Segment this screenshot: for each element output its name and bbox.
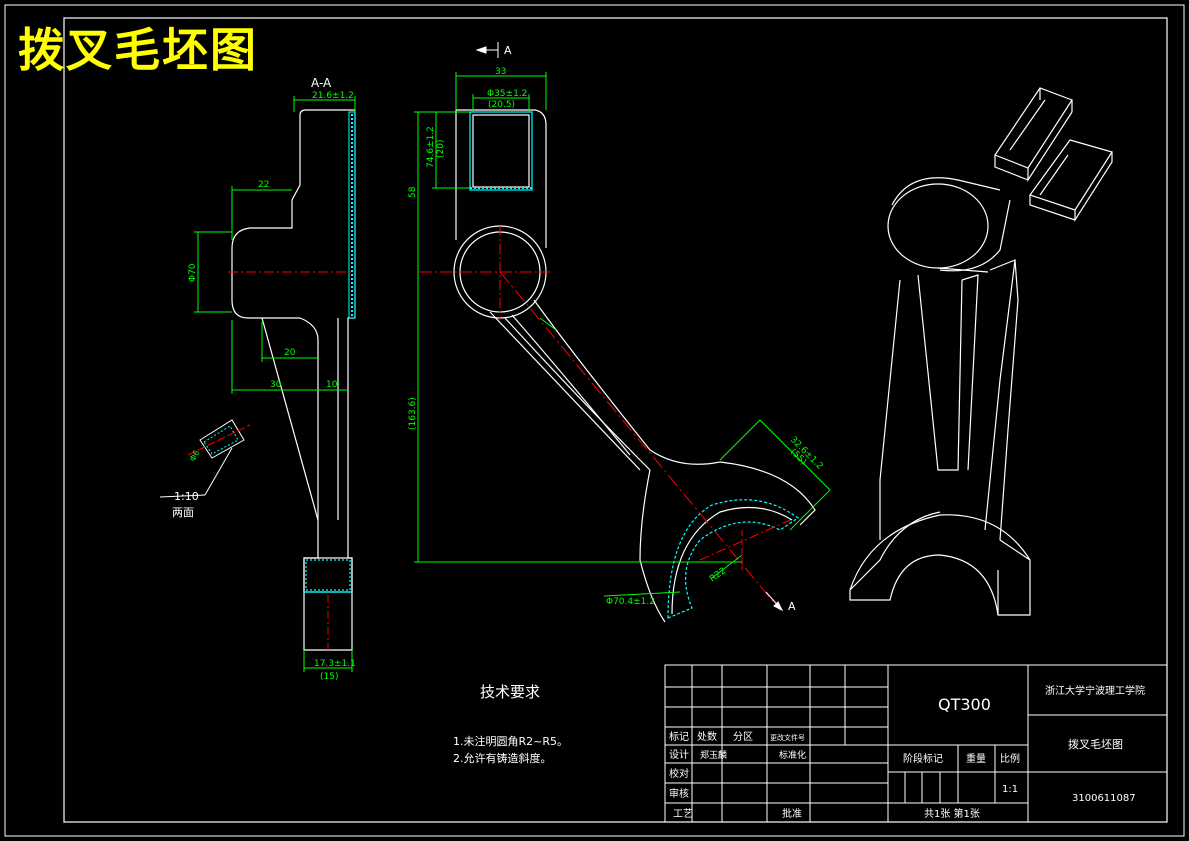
tech-req-heading: 技术要求 — [480, 683, 540, 701]
view-arrow-bottom — [765, 591, 784, 612]
svg-text:阶段标记: 阶段标记 — [903, 752, 943, 765]
detail-section — [159, 419, 251, 498]
front-view — [420, 109, 816, 623]
svg-text:批准: 批准 — [782, 807, 802, 820]
svg-text:郑玉麟: 郑玉麟 — [700, 749, 727, 761]
view-arrow-label-bottom: A — [788, 600, 796, 613]
drawing-title: 拨叉毛坯图 — [18, 23, 258, 77]
svg-text:17.3±1.1: 17.3±1.1 — [314, 659, 356, 669]
svg-text:3100611087: 3100611087 — [1072, 793, 1136, 804]
svg-text:标记: 标记 — [669, 731, 689, 743]
svg-text:20: 20 — [284, 348, 296, 358]
detail-dim: Φ6 — [188, 449, 201, 463]
tech-req-line1: 1.未注明圆角R2~R5。 — [453, 734, 568, 748]
svg-text:校对: 校对 — [669, 767, 689, 780]
svg-text:重量: 重量 — [966, 752, 986, 765]
view-arrow-top — [475, 42, 499, 58]
section-view: A-A — [228, 76, 356, 651]
svg-text:R22: R22 — [708, 566, 728, 584]
tech-req-line2: 2.允许有铸造斜度。 — [453, 751, 552, 765]
svg-text:74.6±1.2: 74.6±1.2 — [426, 126, 436, 168]
svg-text:33: 33 — [495, 67, 506, 77]
svg-text:Φ70: Φ70 — [188, 263, 198, 282]
svg-text:10: 10 — [326, 380, 338, 390]
section-dimensions — [194, 96, 356, 672]
view-arrow-label-top: A — [504, 44, 512, 57]
svg-text:拨叉毛坯图: 拨叉毛坯图 — [1068, 737, 1123, 751]
svg-text:处数: 处数 — [697, 730, 717, 743]
svg-text:(20.5): (20.5) — [488, 100, 515, 110]
svg-text:21.6±1.2: 21.6±1.2 — [312, 91, 354, 101]
section-label: A-A — [311, 76, 332, 90]
svg-text:1:1: 1:1 — [1002, 784, 1018, 795]
title-block — [664, 664, 1168, 823]
section-dim-text: 21.6±1.2 22 Φ70 20 30 10 17.3±1.1 (15) — [188, 91, 356, 682]
svg-text:审核: 审核 — [669, 787, 689, 800]
title-block-text: QT300 浙江大学宁波理工学院 拨叉毛坯图 3100611087 阶段标记 重… — [669, 684, 1145, 820]
detail-label: 两面 — [172, 506, 194, 519]
isometric-view — [849, 87, 1113, 616]
detail-scale: 1:10 — [174, 490, 199, 503]
svg-text:Φ35±1.2: Φ35±1.2 — [487, 89, 527, 99]
svg-text:分区: 分区 — [733, 731, 753, 743]
svg-text:工艺: 工艺 — [673, 808, 693, 820]
svg-text:22: 22 — [258, 180, 269, 190]
svg-text:(163.6): (163.6) — [408, 397, 418, 430]
svg-text:(20): (20) — [436, 140, 446, 158]
svg-text:标准化: 标准化 — [779, 749, 806, 761]
svg-text:Φ70.4±1.2: Φ70.4±1.2 — [606, 597, 655, 607]
outer-frame — [4, 4, 1185, 837]
svg-text:比例: 比例 — [1000, 752, 1020, 765]
svg-text:58: 58 — [408, 186, 418, 198]
inner-frame — [63, 17, 1168, 823]
svg-text:QT300: QT300 — [938, 695, 991, 714]
svg-text:30: 30 — [270, 380, 282, 390]
svg-text:浙江大学宁波理工学院: 浙江大学宁波理工学院 — [1045, 684, 1145, 697]
svg-text:(15): (15) — [320, 672, 338, 682]
svg-text:更改文件号: 更改文件号 — [770, 733, 805, 742]
front-dimensions — [414, 72, 831, 597]
svg-text:设计: 设计 — [669, 748, 689, 761]
svg-text:共1张 第1张: 共1张 第1张 — [924, 807, 980, 820]
